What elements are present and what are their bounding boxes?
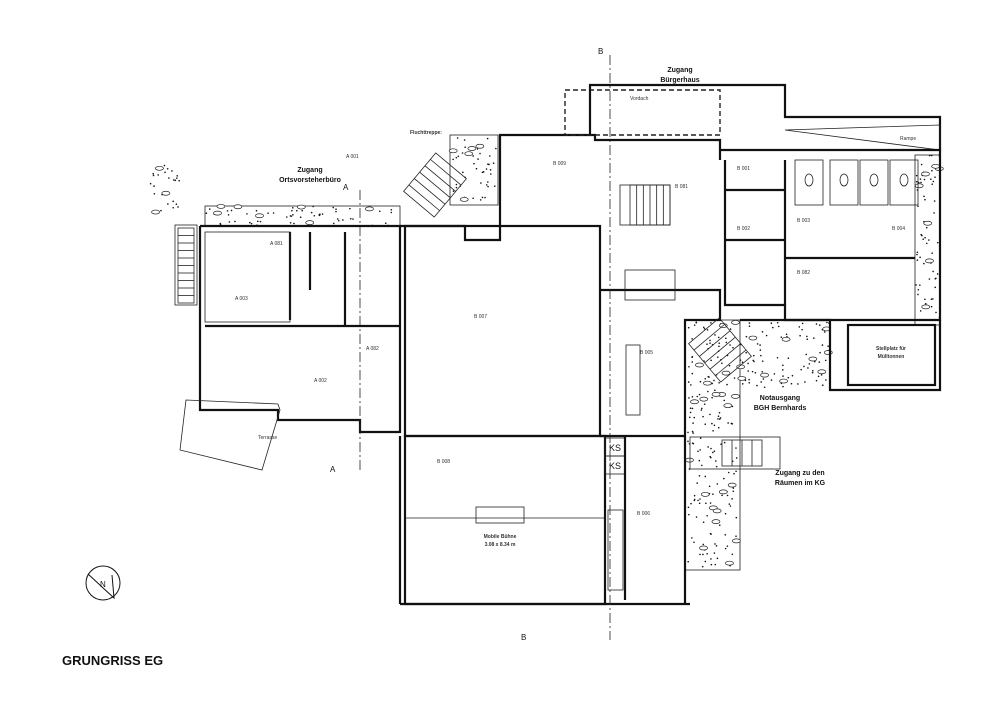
- room-b007: B 007: [474, 314, 487, 320]
- stairs-kg: [721, 439, 763, 467]
- room-b004: B 004: [892, 226, 905, 232]
- room-b001: B 001: [737, 166, 750, 172]
- room-b082: B 082: [797, 270, 810, 276]
- label-buergerhaus: Bürgerhaus: [660, 77, 699, 84]
- room-a081: A 081: [270, 241, 283, 247]
- label-zugang-bh: Zugang: [667, 67, 692, 74]
- section-marker-b-bottom: B: [521, 633, 526, 642]
- label-vordach: Vordach: [630, 96, 649, 102]
- label-rampe: Rampe: [900, 136, 916, 142]
- label-buehne-size: 3.08 x 8.34 m: [485, 542, 516, 548]
- plant-symbols: [149, 137, 944, 568]
- label-notausgang: Notausgang: [760, 395, 800, 402]
- stairs-left: [177, 227, 195, 304]
- label-terrasse: Terrasse: [258, 435, 277, 441]
- section-marker-a-bottom: A: [330, 465, 336, 474]
- room-b006: B 006: [637, 511, 650, 517]
- room-b008: B 008: [437, 459, 450, 465]
- label-fluchttreppe: Fluchttreppe:: [410, 130, 442, 136]
- section-marker-b-top: B: [598, 47, 603, 56]
- label-ortsvorsteherbuero: Ortsvorsteherbüro: [279, 177, 341, 184]
- wc-cubicles: [794, 159, 919, 206]
- north-arrow-icon: N: [85, 565, 121, 601]
- label-muelltonnen: Mülltonnen: [878, 354, 905, 360]
- walls: [174, 83, 942, 606]
- label-ks-2: KS: [609, 461, 621, 471]
- room-b081: B 081: [675, 184, 688, 190]
- room-a002: A 002: [314, 378, 327, 384]
- label-mobile-buehne: Mobile Bühne: [484, 534, 517, 540]
- room-a003: A 003: [235, 296, 248, 302]
- room-b003: B 003: [797, 218, 810, 224]
- room-b002: B 002: [737, 226, 750, 232]
- north-label: N: [100, 580, 106, 589]
- room-a082: A 082: [366, 346, 379, 352]
- room-a001: A 001: [346, 154, 359, 160]
- section-marker-a-top: A: [343, 183, 349, 192]
- room-b005: B 005: [640, 350, 653, 356]
- label-raeume-kg: Räumen im KG: [775, 480, 826, 487]
- escape-stairs: [403, 152, 467, 218]
- label-zugang-kg: Zugang zu den: [775, 470, 824, 477]
- room-b009: B 009: [553, 161, 566, 167]
- label-ks-1: KS: [609, 443, 621, 453]
- stairs-center: [629, 184, 671, 226]
- drawing-title: GRUNGRISS EG: [62, 653, 163, 668]
- emergency-stairs: [688, 317, 752, 383]
- label-zugang-orts: Zugang: [297, 167, 322, 174]
- label-bgh-bernhards: BGH Bernhards: [754, 405, 807, 412]
- room-labels: A 001 A 081 A 003 A 082 A 002 B 009 B 08…: [235, 154, 905, 517]
- label-stellplatz: Stellplatz für: [876, 346, 906, 352]
